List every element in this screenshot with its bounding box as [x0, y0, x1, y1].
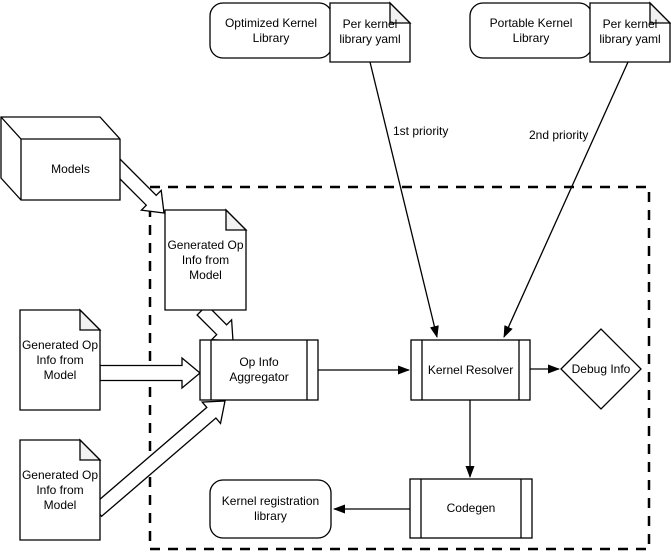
edge-yaml2-to-resolver	[503, 61, 629, 338]
arrow-opinfo3-to-aggregator	[91, 400, 226, 518]
generated-op-info-2-shape	[19, 308, 102, 411]
portable-kernel-library-shape	[469, 2, 593, 59]
generated-op-info-3-shape	[19, 438, 102, 541]
per-kernel-yaml-1-shape	[329, 1, 412, 63]
kernel-registration-library-shape	[209, 479, 332, 539]
note-fold	[225, 208, 248, 231]
kernel-resolver-shape	[410, 339, 531, 401]
generated-op-info-1-shape	[164, 208, 248, 311]
arrow-opinfo2-to-aggregator	[99, 356, 202, 390]
edge-yaml1-to-resolver	[369, 61, 439, 338]
op-info-aggregator-shape	[199, 339, 319, 401]
note-fold	[79, 308, 102, 331]
per-kernel-yaml-2-shape	[589, 1, 671, 63]
note-fold	[649, 1, 671, 24]
codegen-shape	[409, 478, 533, 539]
models-cube-shape	[0, 116, 121, 201]
arrow-models-to-opinfo1	[106, 155, 165, 214]
note-fold	[389, 1, 412, 24]
optimized-kernel-library-shape	[209, 2, 333, 59]
note-fold	[79, 438, 102, 461]
debug-info-shape	[560, 328, 642, 410]
